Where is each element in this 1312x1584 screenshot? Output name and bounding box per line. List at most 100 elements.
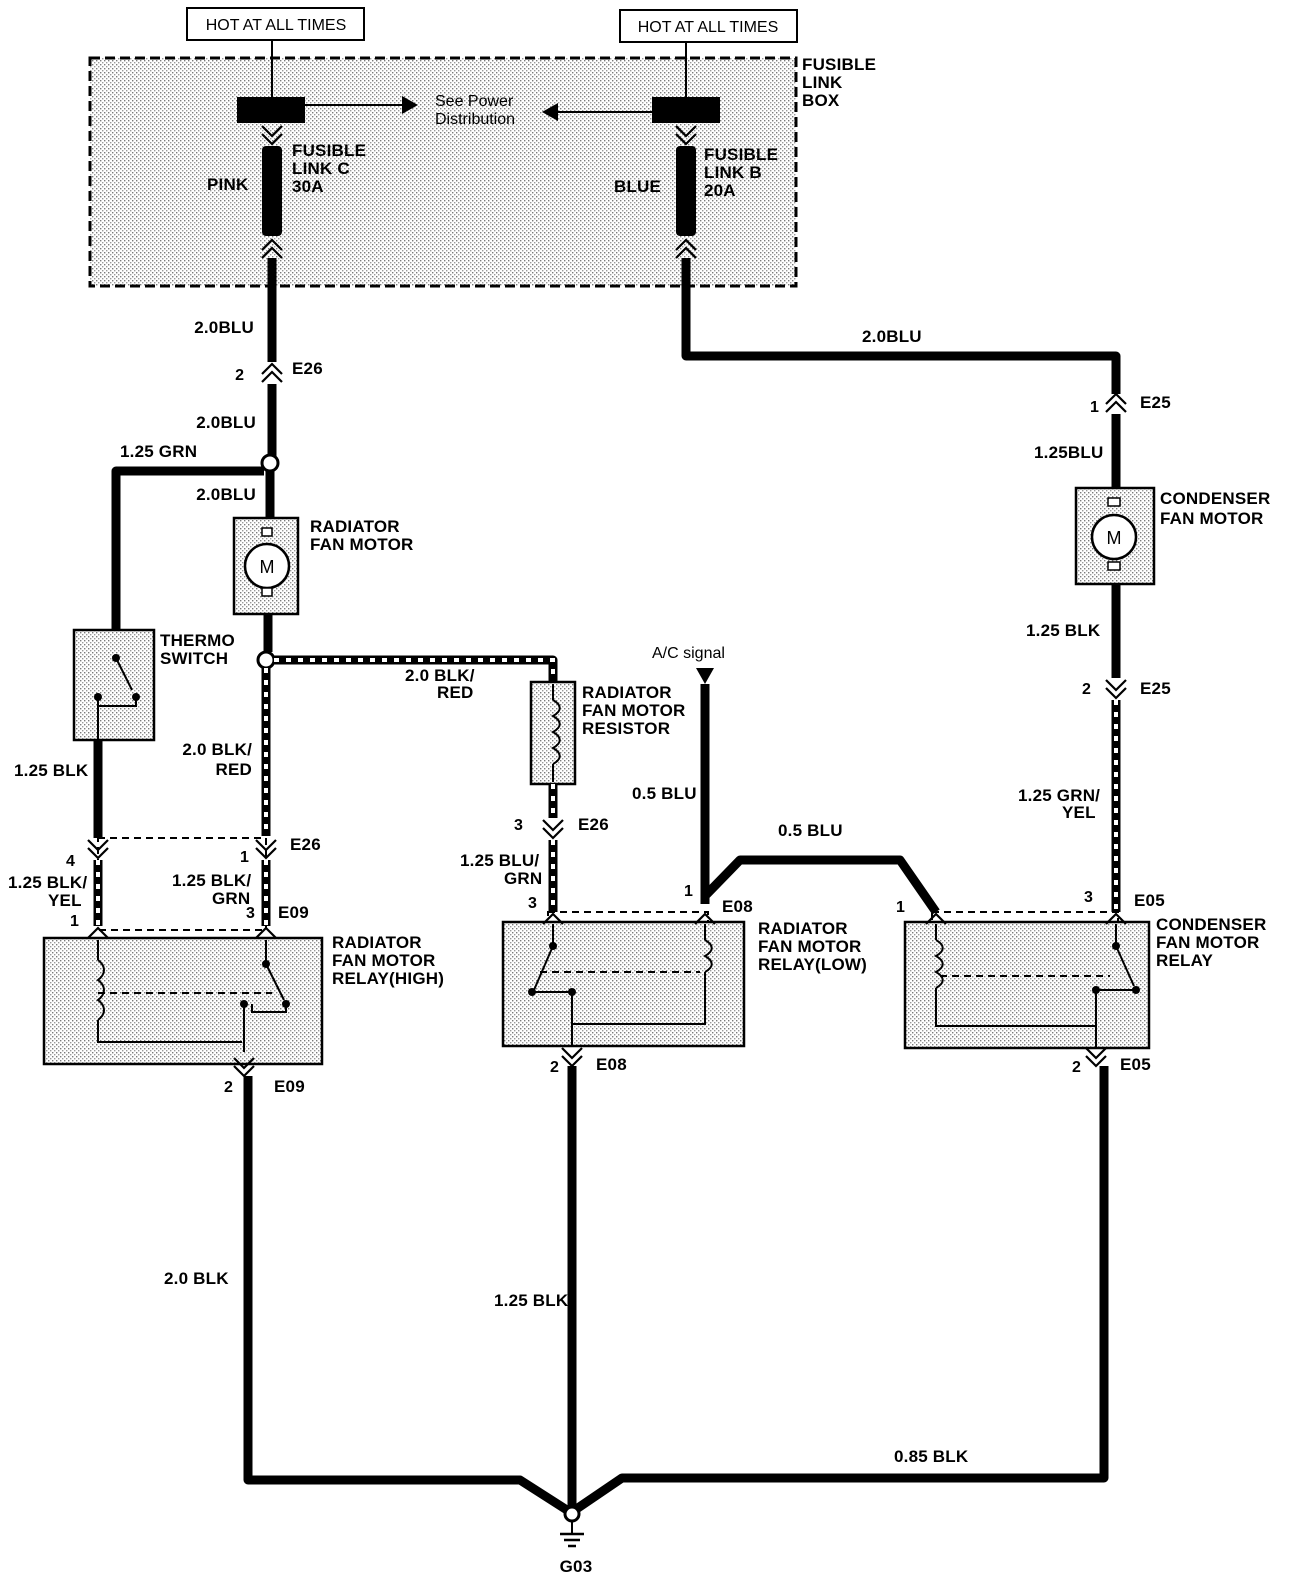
- svg-text:LINK B: LINK B: [704, 163, 762, 182]
- svg-text:2: 2: [550, 1059, 559, 1076]
- svg-text:FAN MOTOR: FAN MOTOR: [310, 535, 414, 554]
- svg-text:1.25 BLK: 1.25 BLK: [1026, 621, 1101, 640]
- svg-text:3: 3: [246, 905, 255, 922]
- connector-e25-pin1: [1105, 392, 1127, 413]
- svg-text:Distribution: Distribution: [435, 111, 515, 128]
- supply-label-left: HOT AT ALL TIMES: [186, 7, 365, 41]
- svg-text:1.25 BLK/: 1.25 BLK/: [172, 871, 251, 890]
- svg-text:RADIATOR: RADIATOR: [332, 933, 422, 952]
- svg-text:E08: E08: [722, 897, 753, 916]
- relay-high: RADIATOR FAN MOTOR RELAY(HIGH): [42, 926, 444, 1078]
- svg-text:1.25 BLK: 1.25 BLK: [494, 1291, 569, 1310]
- svg-text:2.0 BLK/: 2.0 BLK/: [182, 740, 252, 759]
- svg-text:4: 4: [66, 853, 75, 870]
- fusible-link-b: FUSIBLE LINK B 20A BLUE: [614, 125, 778, 259]
- svg-text:FUSIBLE: FUSIBLE: [802, 55, 876, 74]
- svg-text:RED: RED: [437, 683, 474, 702]
- wire-2-0blu-right: [681, 258, 1121, 394]
- svg-text:3: 3: [1084, 889, 1093, 906]
- svg-text:0.5 BLU: 0.5 BLU: [778, 821, 843, 840]
- splice-motor: [256, 650, 276, 670]
- svg-text:SWITCH: SWITCH: [160, 649, 228, 668]
- supply-label-right: HOT AT ALL TIMES: [619, 9, 798, 43]
- thermo-switch: THERMO SWITCH: [72, 628, 235, 742]
- svg-text:E26: E26: [290, 835, 321, 854]
- svg-text:YEL: YEL: [1062, 803, 1096, 822]
- svg-text:1.25 GRN: 1.25 GRN: [120, 442, 197, 461]
- svg-text:2: 2: [1072, 1059, 1081, 1076]
- svg-text:HOT AT ALL TIMES: HOT AT ALL TIMES: [638, 19, 779, 36]
- svg-text:E08: E08: [596, 1055, 627, 1074]
- svg-text:E05: E05: [1134, 891, 1165, 910]
- svg-text:FAN MOTOR: FAN MOTOR: [1156, 933, 1260, 952]
- svg-text:CONDENSER: CONDENSER: [1156, 915, 1266, 934]
- wire-0-5blu-cond: [701, 855, 940, 915]
- connector-e25-pin2: [1105, 679, 1127, 700]
- svg-text:1.25 BLK/: 1.25 BLK/: [8, 873, 87, 892]
- svg-text:RED: RED: [216, 760, 253, 779]
- svg-text:FUSIBLE: FUSIBLE: [704, 145, 778, 164]
- svg-text:RADIATOR: RADIATOR: [582, 683, 672, 702]
- svg-text:1.25 BLU/: 1.25 BLU/: [460, 851, 539, 870]
- radiator-fan-motor-resistor: RADIATOR FAN MOTOR RESISTOR: [529, 680, 686, 786]
- svg-text:RADIATOR: RADIATOR: [310, 517, 400, 536]
- relay-low: RADIATOR FAN MOTOR RELAY(LOW): [501, 911, 867, 1068]
- svg-text:FUSIBLE: FUSIBLE: [292, 141, 366, 160]
- svg-text:E09: E09: [278, 903, 309, 922]
- svg-text:G03: G03: [560, 1557, 593, 1576]
- svg-text:BOX: BOX: [802, 91, 840, 110]
- svg-text:HOT AT ALL TIMES: HOT AT ALL TIMES: [206, 17, 347, 34]
- busbar-right: [652, 97, 720, 123]
- svg-text:2: 2: [235, 367, 244, 384]
- svg-text:0.5 BLU: 0.5 BLU: [632, 784, 697, 803]
- wire-2-0blk-ground: [243, 1076, 573, 1516]
- svg-text:FAN MOTOR: FAN MOTOR: [758, 937, 862, 956]
- connector-e26-pin3: [542, 819, 564, 840]
- svg-text:RELAY(HIGH): RELAY(HIGH): [332, 969, 444, 988]
- svg-text:M: M: [1107, 528, 1122, 548]
- fusible-link-c: FUSIBLE LINK C 30A PINK: [207, 125, 366, 259]
- svg-text:E09: E09: [274, 1077, 305, 1096]
- svg-text:GRN: GRN: [212, 889, 250, 908]
- svg-text:3: 3: [514, 817, 523, 834]
- svg-text:FAN MOTOR: FAN MOTOR: [582, 701, 686, 720]
- svg-text:2.0BLU: 2.0BLU: [196, 485, 256, 504]
- svg-text:E25: E25: [1140, 393, 1171, 412]
- svg-text:1: 1: [896, 899, 905, 916]
- svg-text:A/C signal: A/C signal: [652, 645, 725, 662]
- svg-text:20A: 20A: [704, 181, 736, 200]
- condenser-fan-motor: M CONDENSER FAN MOTOR: [1074, 486, 1270, 586]
- svg-text:1: 1: [240, 849, 249, 866]
- svg-text:2.0BLU: 2.0BLU: [862, 327, 922, 346]
- svg-text:RADIATOR: RADIATOR: [758, 919, 848, 938]
- svg-text:2: 2: [1082, 681, 1091, 698]
- svg-text:GRN: GRN: [504, 869, 542, 888]
- svg-text:1.25 GRN/: 1.25 GRN/: [1018, 786, 1100, 805]
- svg-text:CONDENSER: CONDENSER: [1160, 489, 1270, 508]
- svg-text:3: 3: [528, 895, 537, 912]
- svg-text:FAN MOTOR: FAN MOTOR: [1160, 509, 1264, 528]
- relay-condenser: CONDENSER FAN MOTOR RELAY: [903, 911, 1266, 1068]
- svg-text:2: 2: [224, 1079, 233, 1096]
- connector-e26-top: [261, 362, 283, 383]
- svg-text:E26: E26: [578, 815, 609, 834]
- svg-text:THERMO: THERMO: [160, 631, 235, 650]
- svg-text:2.0 BLK/: 2.0 BLK/: [405, 666, 475, 685]
- svg-text:30A: 30A: [292, 177, 324, 196]
- svg-text:LINK C: LINK C: [292, 159, 350, 178]
- svg-text:2.0BLU: 2.0BLU: [196, 413, 256, 432]
- svg-text:RELAY: RELAY: [1156, 951, 1214, 970]
- svg-text:LINK: LINK: [802, 73, 843, 92]
- svg-text:PINK: PINK: [207, 175, 249, 194]
- busbar-left: [237, 97, 305, 123]
- svg-text:1: 1: [70, 913, 79, 930]
- svg-text:FAN MOTOR: FAN MOTOR: [332, 951, 436, 970]
- svg-text:YEL: YEL: [48, 891, 82, 910]
- svg-text:RELAY(LOW): RELAY(LOW): [758, 955, 867, 974]
- svg-text:1.25BLU: 1.25BLU: [1034, 443, 1103, 462]
- svg-text:0.85 BLK: 0.85 BLK: [894, 1447, 969, 1466]
- svg-text:1.25 BLK: 1.25 BLK: [14, 761, 89, 780]
- ground-g03: G03: [560, 1505, 593, 1576]
- svg-text:See Power: See Power: [435, 93, 514, 110]
